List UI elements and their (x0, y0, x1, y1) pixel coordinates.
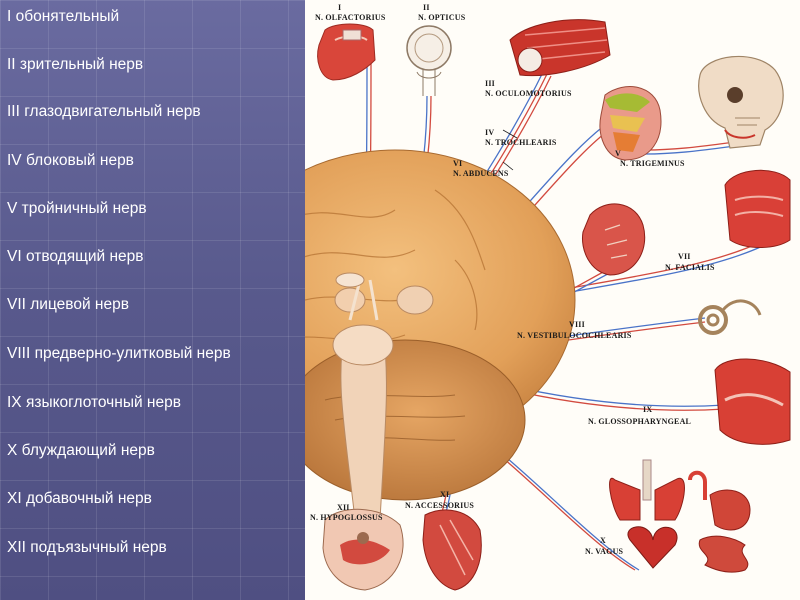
label-name-II: N. OPTICUS (418, 13, 466, 22)
label-name-I: N. OLFACTORIUS (315, 13, 386, 22)
label-name-V: N. TRIGEMINUS (620, 159, 685, 168)
nerve-list-item: XI добавочный нерв (7, 488, 152, 510)
label-numeral-II: II (423, 3, 430, 12)
label-numeral-X: X (600, 536, 606, 545)
label-numeral-V: V (615, 149, 621, 158)
label-numeral-III: III (485, 79, 495, 88)
label-name-VI: N. ABDUCENS (453, 169, 509, 178)
label-numeral-VI: VI (453, 159, 462, 168)
label-numeral-VII: VII (678, 252, 691, 261)
label-name-XI: N. ACCESSORIUS (405, 501, 474, 510)
nerve-list-item: III глазодвигательный нерв (7, 101, 201, 123)
nasal-cavity-illustration (725, 170, 790, 247)
label-numeral-XI: XI (440, 490, 449, 499)
label-name-XII: N. HYPOGLOSSUS (310, 513, 383, 522)
label-name-VIII: N. VESTIBULOCOCHLEARIS (517, 331, 632, 340)
nerve-list-item: VI отводящий нерв (7, 246, 144, 268)
label-name-III: N. OCULOMOTORIUS (485, 89, 572, 98)
label-name-VII: N. FACIALIS (665, 263, 715, 272)
eye-muscles-illustration (510, 20, 610, 76)
accessory-neck-illustration (423, 510, 481, 590)
skull-illustration (699, 56, 783, 148)
label-numeral-XII: XII (337, 503, 350, 512)
label-numeral-IX: IX (643, 405, 652, 414)
nerve-list-item: XII подъязычный нерв (7, 537, 167, 559)
cranial-nerve-list: I обонятельный II зрительный нерв III гл… (0, 0, 305, 600)
nerve-list-item: VII лицевой нерв (7, 294, 129, 316)
nerve-list-item: V тройничный нерв (7, 198, 147, 220)
label-numeral-IV: IV (485, 128, 494, 137)
inner-ear-illustration (700, 301, 760, 333)
diagram-canvas: I N. OLFACTORIUS II N. OPTICUS III N. OC… (305, 0, 800, 600)
nerve-list-item: II зрительный нерв (7, 54, 143, 76)
facial-nerve-head-illustration (582, 204, 644, 275)
nerve-list-item: IX языкоглоточный нерв (7, 392, 181, 414)
label-numeral-VIII: VIII (569, 320, 585, 329)
label-name-X: N. VAGUS (585, 547, 624, 556)
label-numeral-I: I (338, 3, 341, 12)
trigeminal-face-illustration (600, 87, 661, 160)
nerve-list-item: IV блоковый нерв (7, 150, 134, 172)
cranial-nerves-diagram: I N. OLFACTORIUS II N. OPTICUS III N. OC… (305, 0, 800, 600)
vagus-organs-illustration (610, 460, 750, 572)
nerve-list-item: X блуждающий нерв (7, 440, 155, 462)
nerve-list-item: VIII предверно-улитковый нерв (7, 343, 231, 365)
glossopharyngeal-head-illustration (715, 359, 790, 444)
label-name-IV: N. TROCHLEARIS (485, 138, 557, 147)
nerve-list-item: I обонятельный (7, 6, 119, 28)
optic-eye-illustration (407, 26, 451, 96)
label-name-IX: N. GLOSSOPHARYNGEAL (588, 417, 691, 426)
